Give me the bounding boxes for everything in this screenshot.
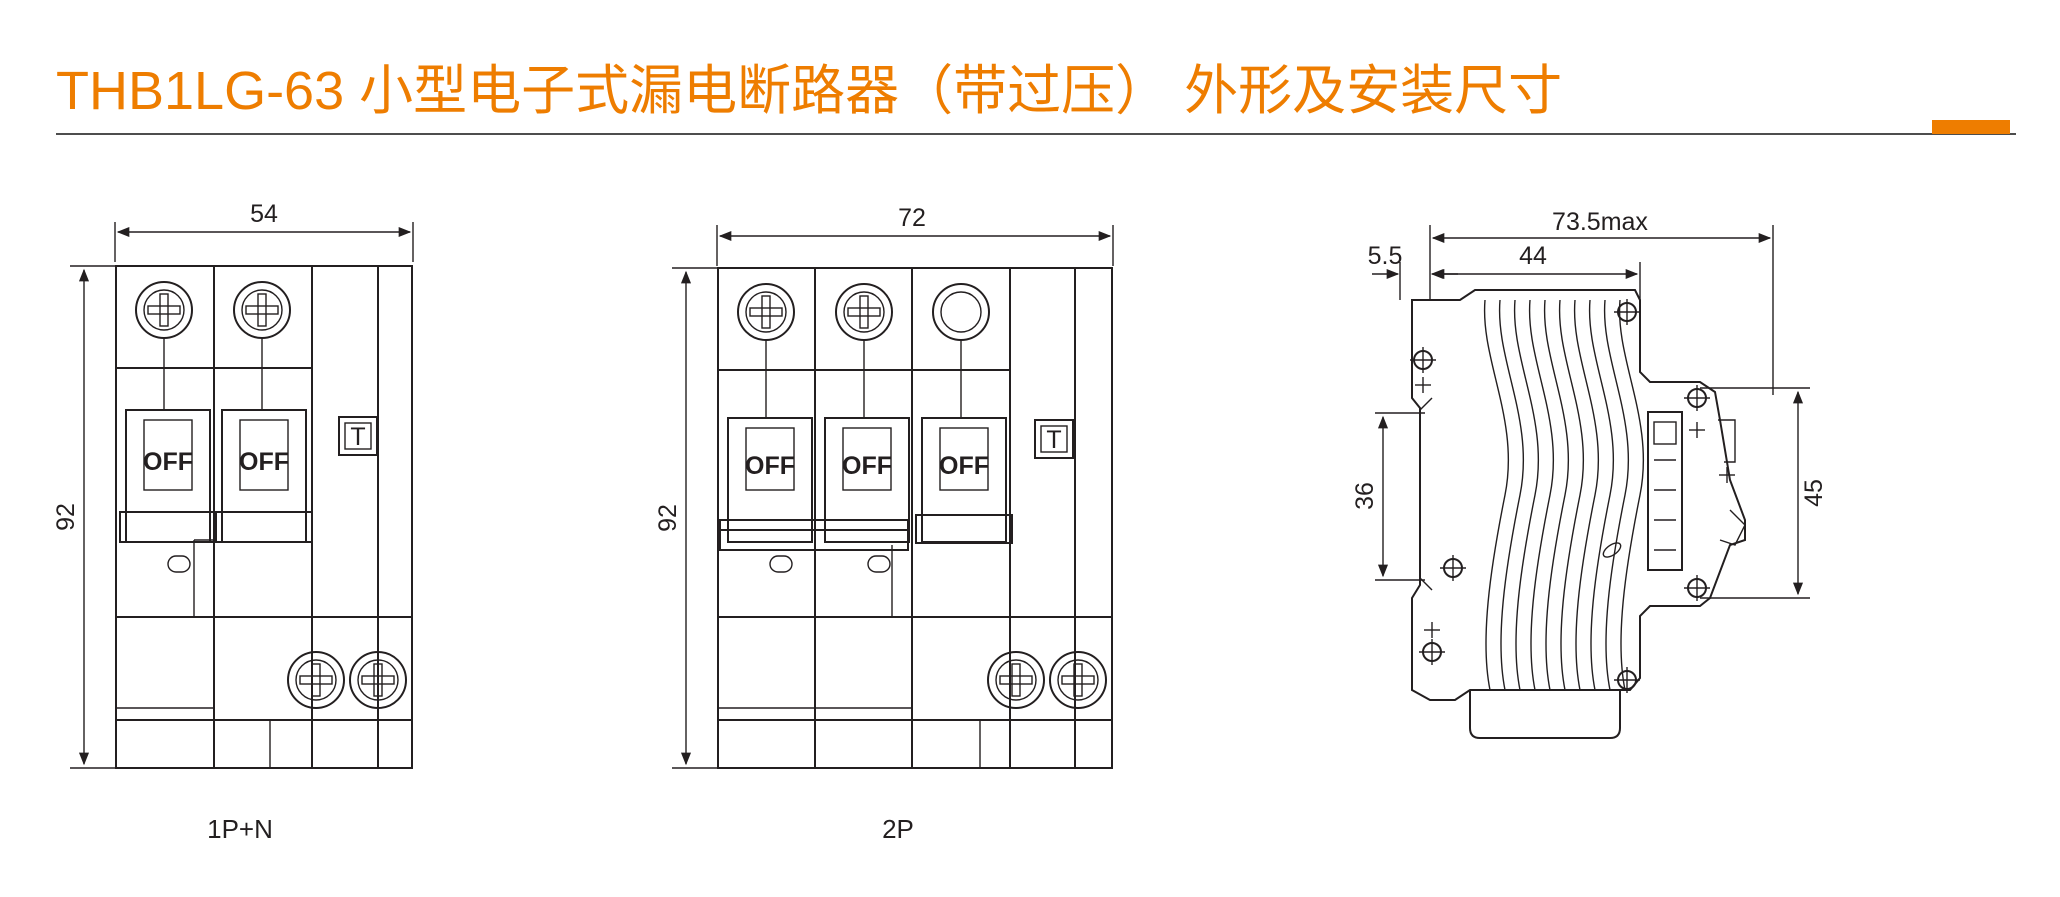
terminal-screw-icon xyxy=(135,281,193,339)
view-1p-n: 54 92 xyxy=(52,200,414,844)
terminal-screw-icon xyxy=(287,651,345,709)
breaker-handle[interactable]: OFF xyxy=(215,409,313,543)
dim-height-92: 92 xyxy=(654,267,720,769)
small-cross-mark xyxy=(1689,422,1705,438)
dim-label-72: 72 xyxy=(898,204,926,232)
breaker-handle[interactable]: OFF xyxy=(915,417,1013,544)
dim-label-45: 45 xyxy=(1800,479,1828,507)
dim-label-44: 44 xyxy=(1519,242,1547,270)
dim-width-54: 54 xyxy=(114,200,414,262)
terminal-screw-icon xyxy=(737,283,795,341)
terminal-screw-icon xyxy=(233,281,291,339)
dim-label-92: 92 xyxy=(654,504,682,532)
view-side: 73.5max 5.5 44 36 45 xyxy=(1351,208,1828,739)
small-cross-mark xyxy=(1415,377,1431,393)
dim-front-45: 45 xyxy=(1700,387,1828,599)
body-ribs xyxy=(1483,299,1645,691)
dim-label-36: 36 xyxy=(1351,482,1379,510)
mounting-screw-icon xyxy=(1419,639,1445,665)
accent-bar xyxy=(1932,120,2010,134)
breaker-body-1p-n xyxy=(115,265,413,769)
view-2p: 72 92 xyxy=(654,204,1114,844)
mounting-screw-icon xyxy=(1684,385,1710,411)
breaker-handle[interactable]: OFF xyxy=(824,417,910,573)
terminal-screw-icon xyxy=(835,283,893,341)
mounting-screw-icon xyxy=(1440,555,1466,581)
test-button-label: T xyxy=(350,423,365,451)
handle-off-label: OFF xyxy=(842,452,892,480)
breaker-handle[interactable]: OFF xyxy=(727,417,813,573)
test-button[interactable]: T xyxy=(338,416,378,456)
view-caption-1p-n: 1P+N xyxy=(207,814,273,844)
dim-depth-44: 44 xyxy=(1431,242,1641,300)
dim-overall-73-5max: 73.5max xyxy=(1429,208,1774,395)
label-panel xyxy=(1647,411,1683,571)
handle-off-label: OFF xyxy=(239,448,289,476)
small-cross-mark xyxy=(1424,622,1440,638)
dim-offset-5-5: 5.5 xyxy=(1368,242,1458,300)
handle-off-label: OFF xyxy=(939,452,989,480)
mounting-screw-icon xyxy=(1614,299,1640,325)
dim-height-92: 92 xyxy=(52,265,118,769)
page-title: THB1LG-63 小型电子式漏电断路器（带过压） 外形及安装尺寸 xyxy=(56,61,1563,121)
handle-tie-bar xyxy=(719,519,909,551)
dim-label-92: 92 xyxy=(52,503,80,531)
mounting-screw-icon xyxy=(1614,667,1640,693)
handle-off-label: OFF xyxy=(143,448,193,476)
terminal-screw-icon xyxy=(1049,651,1107,709)
breaker-side-body xyxy=(1411,289,1746,739)
test-button-label: T xyxy=(1046,426,1061,454)
mounting-screw-icon xyxy=(1410,347,1436,373)
handle-off-label: OFF xyxy=(745,452,795,480)
breaker-handle[interactable]: OFF xyxy=(119,409,217,573)
mounting-screw-icon xyxy=(1684,575,1710,601)
dim-label-5-5: 5.5 xyxy=(1368,242,1403,270)
terminal-screw-icon xyxy=(987,651,1045,709)
dim-label-73-5max: 73.5max xyxy=(1552,208,1648,236)
dim-rail-36: 36 xyxy=(1351,412,1425,581)
view-caption-2p: 2P xyxy=(882,814,914,844)
dim-width-72: 72 xyxy=(716,204,1114,266)
small-cross-mark xyxy=(1719,467,1735,483)
label-marks xyxy=(1653,421,1677,551)
terminal-hole-icon xyxy=(932,283,990,341)
test-button[interactable]: T xyxy=(1034,419,1074,459)
indicator-mark xyxy=(1602,542,1622,558)
terminal-screw-icon xyxy=(349,651,407,709)
dim-label-54: 54 xyxy=(250,200,278,228)
title-rule xyxy=(56,133,2016,135)
